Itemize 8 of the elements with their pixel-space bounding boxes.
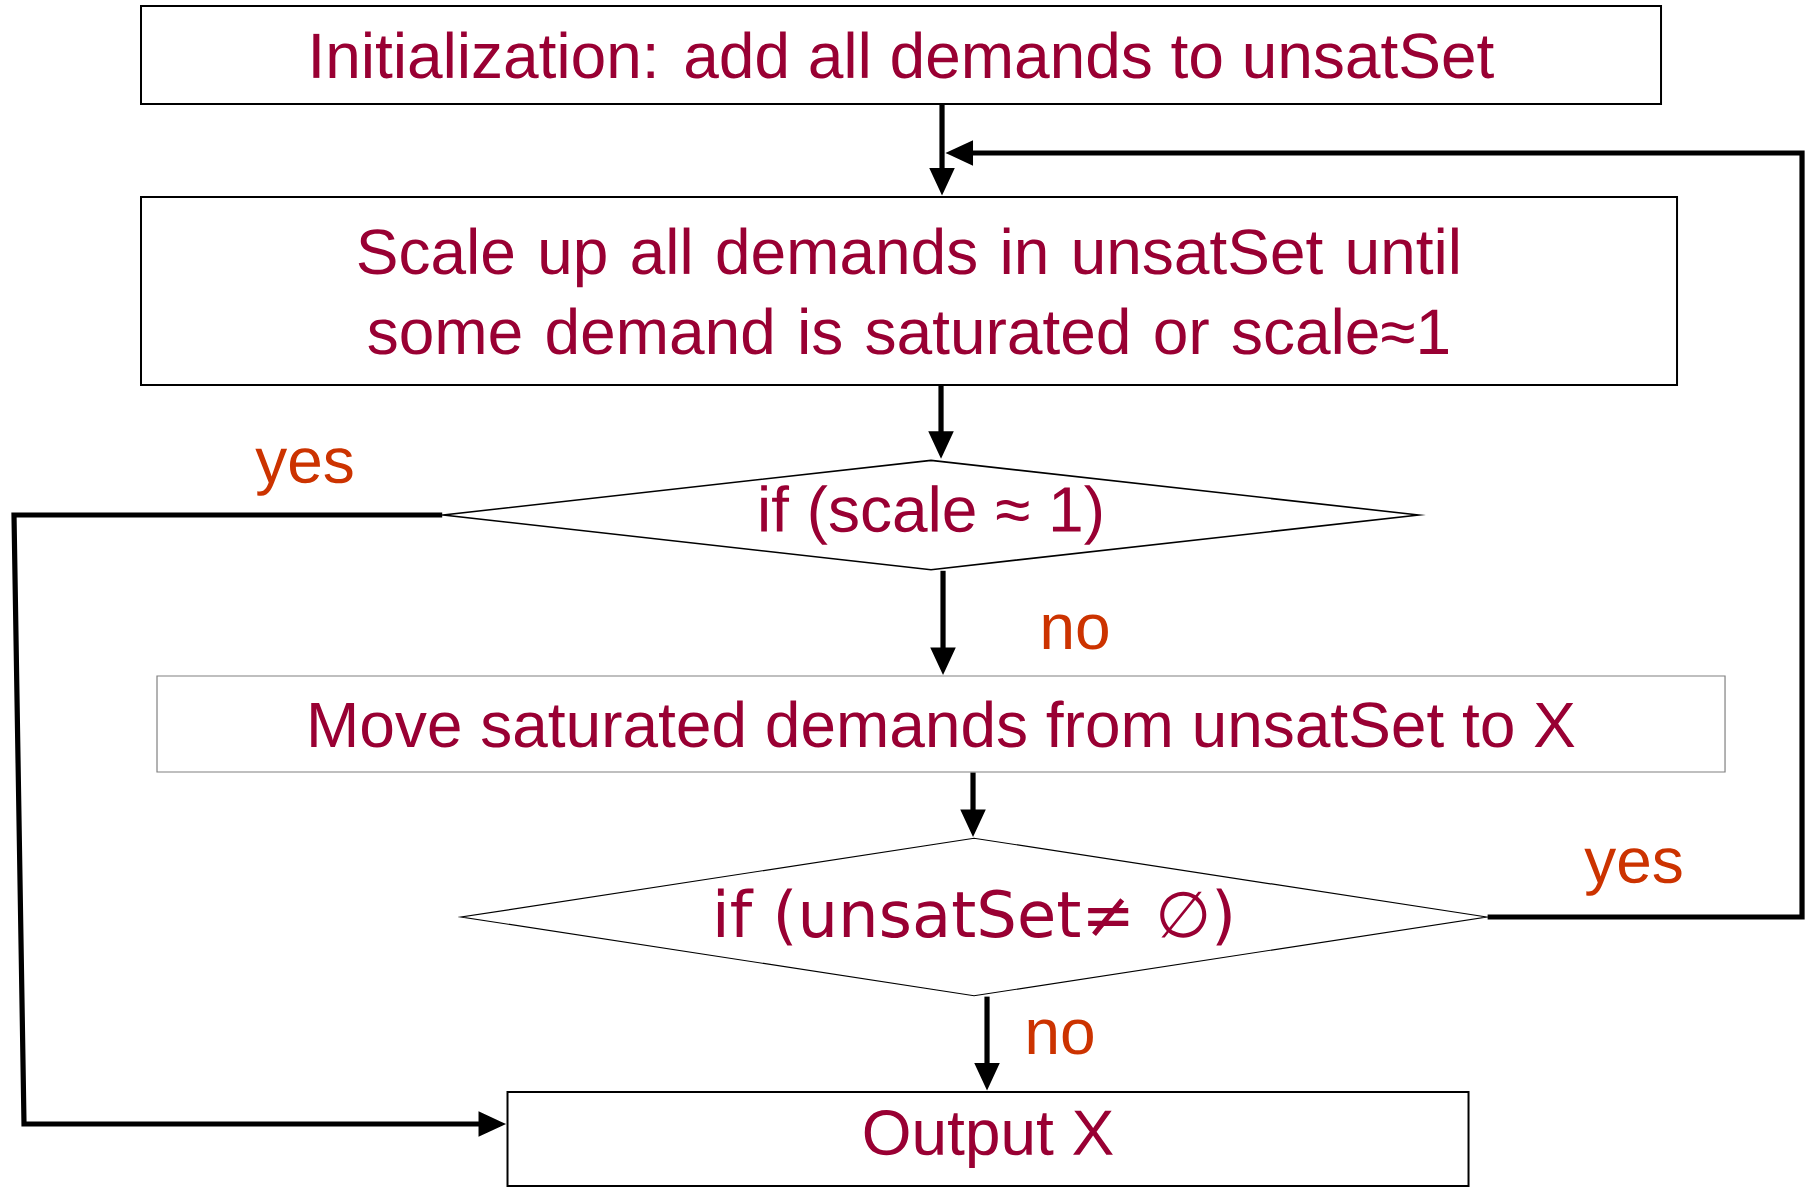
process-box: Output X xyxy=(506,1091,1470,1187)
edge-label: no xyxy=(1037,612,1113,652)
edge-label: yes xyxy=(1582,846,1686,898)
edge-label: no xyxy=(1022,1017,1098,1057)
edge-label: yes xyxy=(253,446,357,498)
process-box: Scale up all demands in unsatSet until some demand is saturated or scale≈1 xyxy=(140,196,1679,386)
process-box: Move saturated demands from unsatSet to X xyxy=(156,675,1726,773)
process-box: Initialization: add all demands to unsatSet xyxy=(140,5,1662,105)
